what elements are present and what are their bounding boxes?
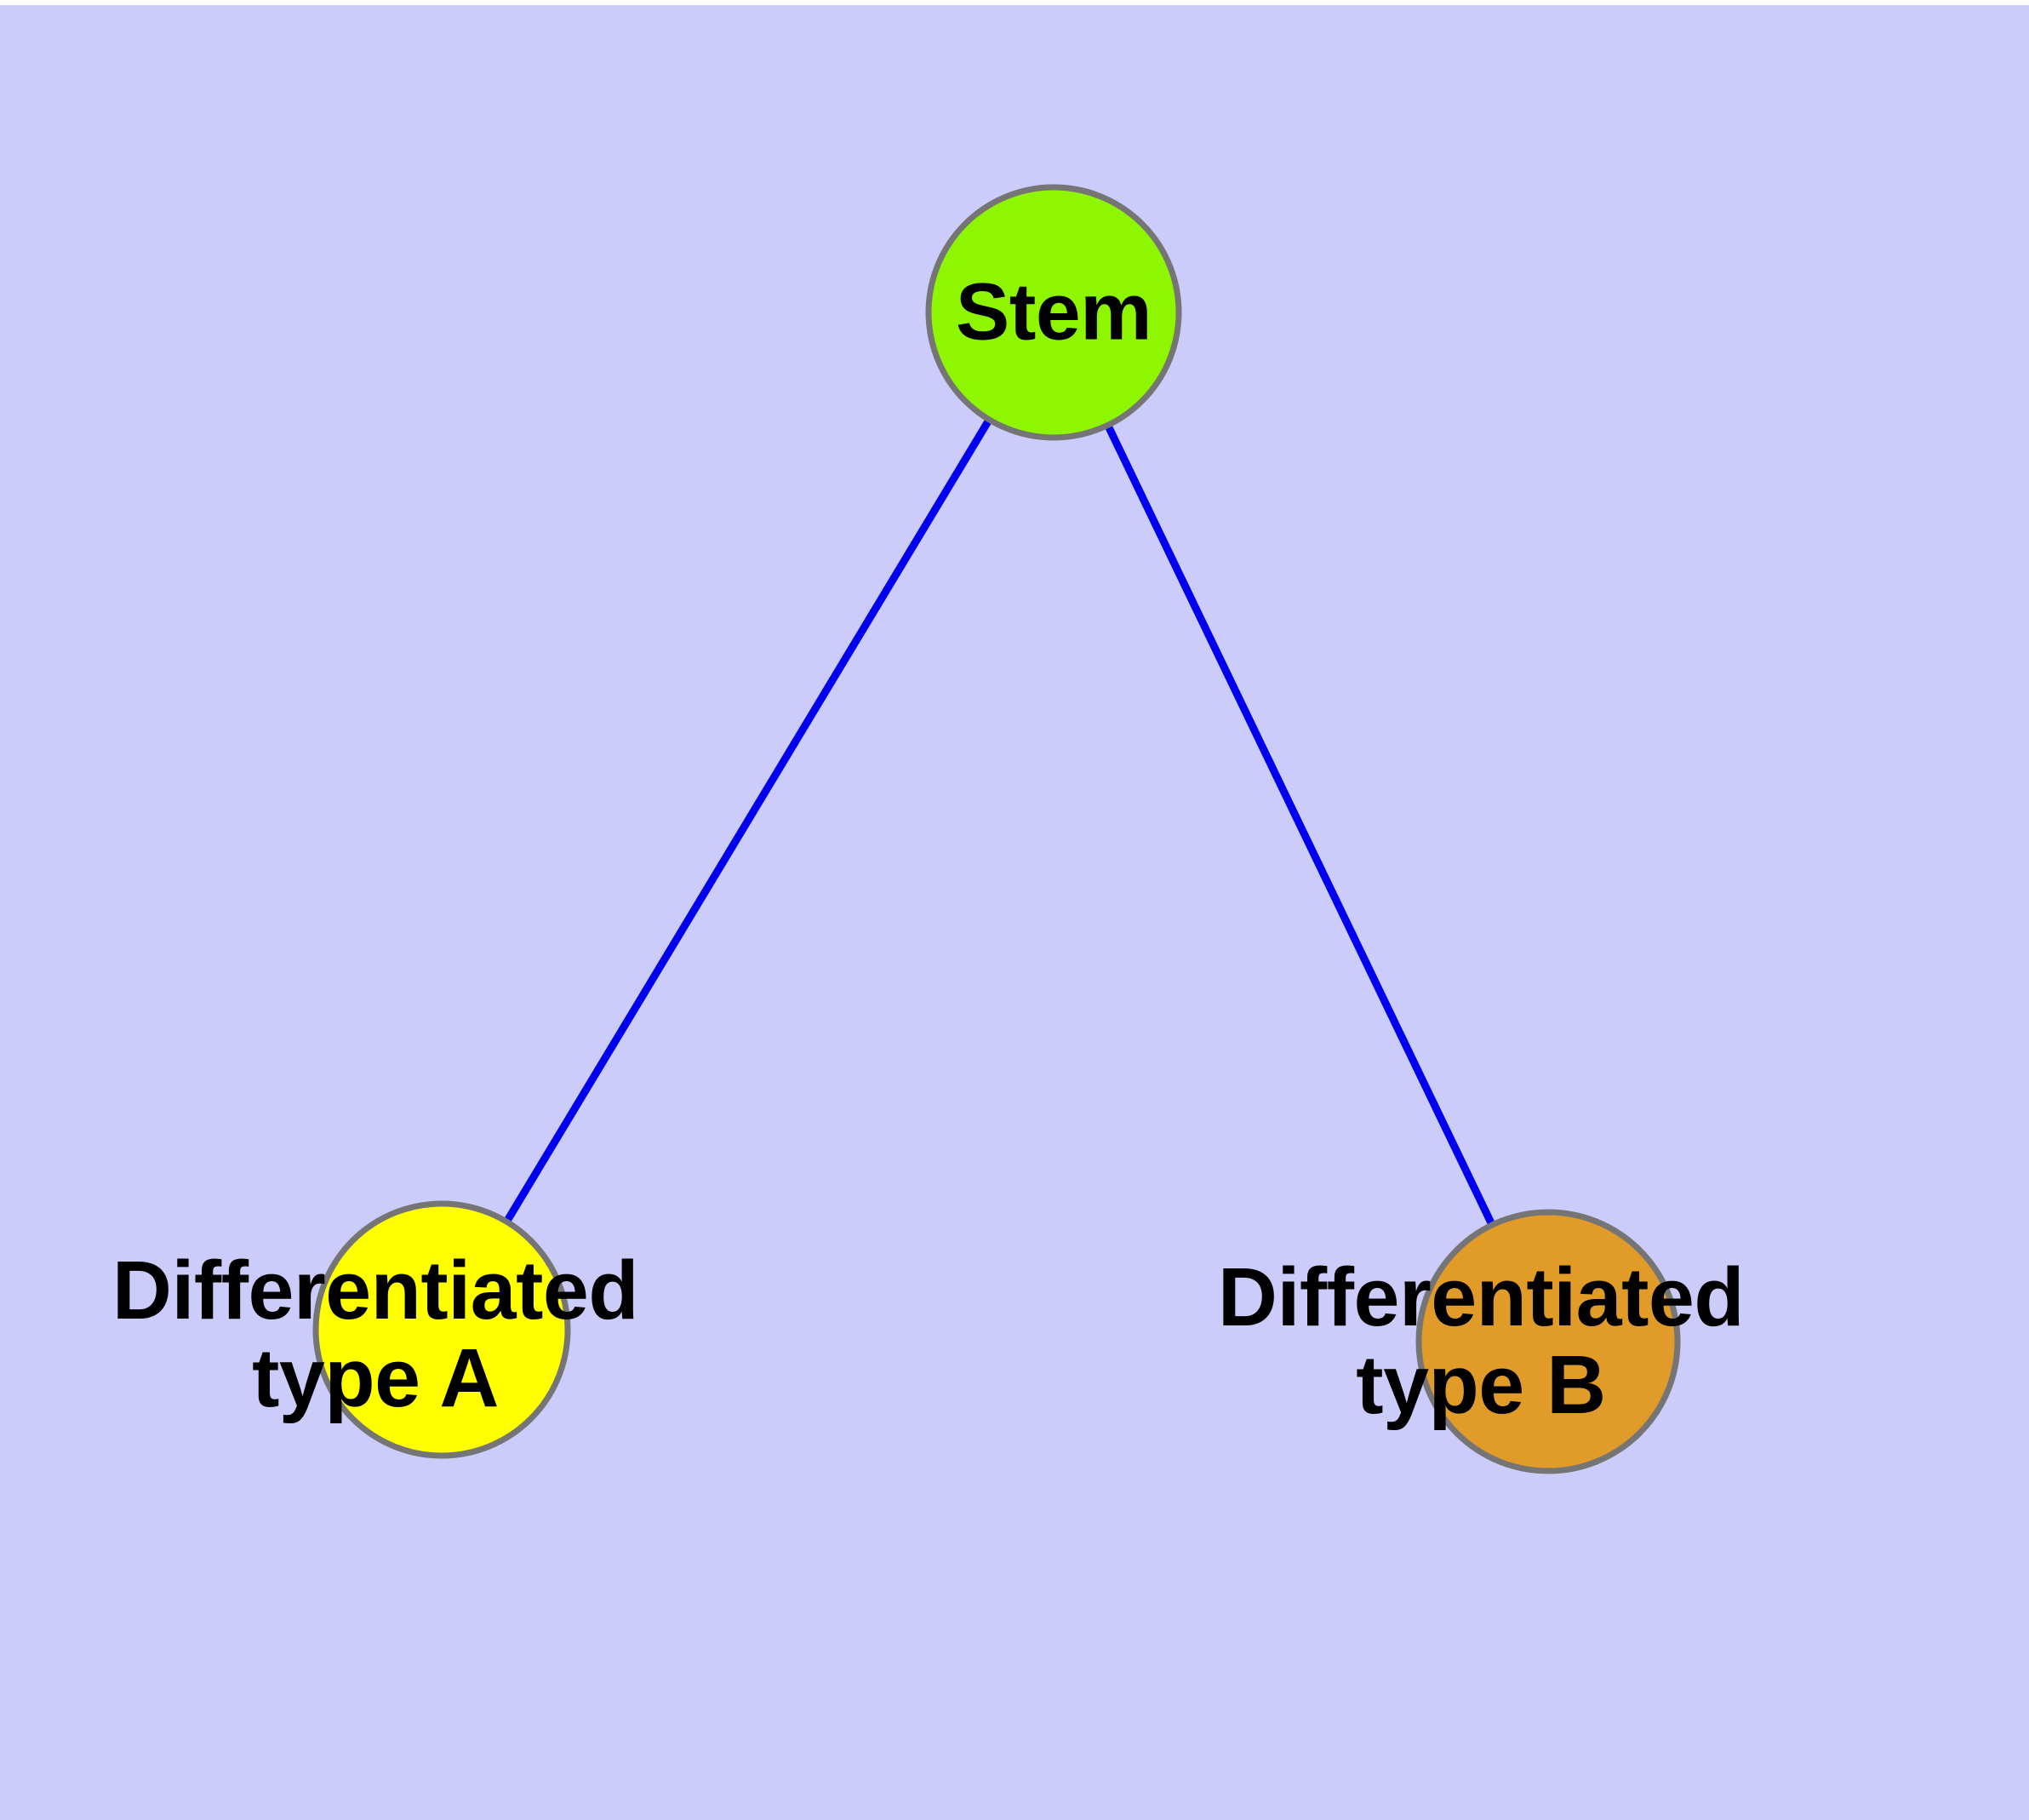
edge-stem-to-differentiated-type-a[interactable] — [438, 310, 1057, 1332]
edge-stem-to-differentiated-type-b[interactable] — [1049, 311, 1552, 1343]
canvas-top-margin — [0, 0, 2029, 5]
node-layer — [312, 184, 1681, 1474]
edge-layer — [438, 310, 1552, 1343]
node-differentiated-type-b[interactable] — [1415, 1209, 1681, 1474]
node-differentiated-type-a[interactable] — [312, 1200, 571, 1459]
node-stem[interactable] — [925, 184, 1182, 441]
